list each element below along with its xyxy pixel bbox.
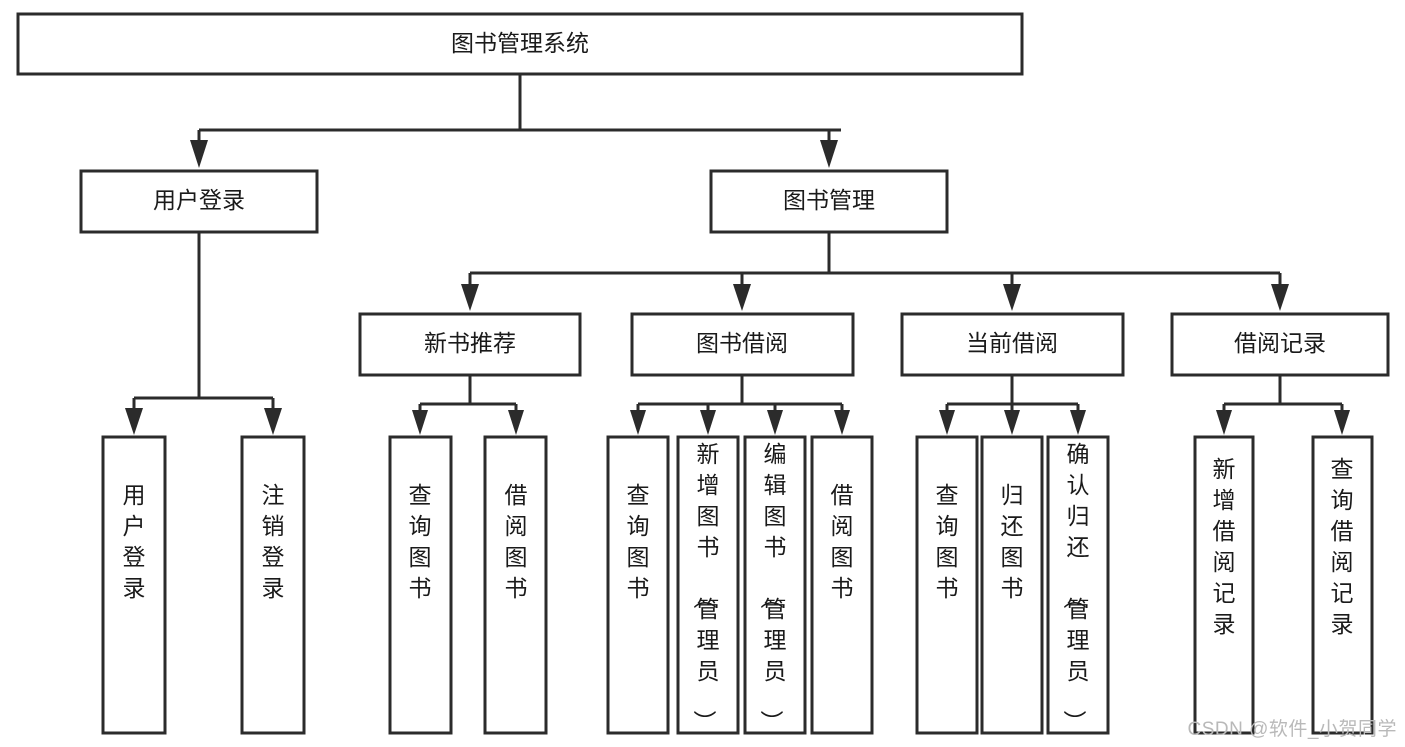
node-borrow-record[interactable]: 借阅记录 xyxy=(1170,312,1390,377)
arrow-to-bb-query-book xyxy=(630,410,646,435)
leaf-user-login-box[interactable] xyxy=(101,435,167,735)
leaf-br-query-record-label: 查询借阅记录 xyxy=(1331,456,1354,637)
leaf-cb-confirm-return-label: 确认归还（管理员） xyxy=(1062,441,1090,733)
leaf-cb-confirm-return[interactable]: 确认归还（管理员） xyxy=(1046,435,1110,735)
arrow-to-user-login xyxy=(190,140,208,168)
arrow-to-cb-return-book xyxy=(1004,410,1020,435)
leaf-bb-add-book[interactable]: 新增图书（管理员） xyxy=(676,435,740,735)
leaf-nb-borrow-book-label: 借阅图书 xyxy=(505,482,528,601)
csdn-watermark: CSDN @软件_小贺同学 xyxy=(1187,719,1397,740)
node-borrow-record-label: 借阅记录 xyxy=(1234,330,1326,356)
leaf-br-add-record[interactable]: 新增借阅记录 xyxy=(1193,435,1255,735)
connectors-user-login-to-leaves xyxy=(125,232,282,435)
leaf-br-add-record-label: 新增借阅记录 xyxy=(1213,456,1236,637)
leaf-bb-borrow-book[interactable]: 借阅图书 xyxy=(810,435,874,735)
leaf-bb-query-book[interactable]: 查询图书 xyxy=(606,435,670,735)
node-new-book-recommend-label: 新书推荐 xyxy=(424,330,516,356)
arrow-to-leaf-user-login xyxy=(125,408,143,435)
connectors-root-to-level2 xyxy=(190,74,841,168)
leaf-cb-query-book-box[interactable] xyxy=(915,435,979,735)
arrow-to-cb-confirm-return xyxy=(1070,410,1086,435)
leaf-cb-return-book[interactable]: 归还图书 xyxy=(980,435,1044,735)
arrow-to-bb-edit-book xyxy=(767,410,783,435)
leaf-cb-return-book-label: 归还图书 xyxy=(1001,482,1024,601)
node-user-login-label: 用户登录 xyxy=(153,187,245,213)
leaf-br-query-record-box[interactable] xyxy=(1311,435,1374,735)
connectors-book-mgmt-to-level3 xyxy=(461,232,1289,311)
node-user-login-box[interactable] xyxy=(79,169,319,234)
node-root-label: 图书管理系统 xyxy=(451,30,589,56)
connectors-current-borrow-to-leaves xyxy=(939,375,1086,435)
leaf-nb-query-book[interactable]: 查询图书 xyxy=(388,435,453,735)
arrow-to-book-borrow xyxy=(733,284,751,311)
node-book-management-box[interactable] xyxy=(709,169,949,234)
node-borrow-record-box[interactable] xyxy=(1170,312,1390,377)
node-book-management-label: 图书管理 xyxy=(783,187,875,213)
leaf-bb-add-book-label: 新增图书（管理员） xyxy=(692,441,720,733)
leaf-cb-query-book[interactable]: 查询图书 xyxy=(915,435,979,735)
arrow-to-leaf-logout xyxy=(264,408,282,435)
connectors-new-book-to-leaves xyxy=(412,375,524,435)
leaf-logout[interactable]: 注销登录 xyxy=(240,435,306,735)
leaf-br-add-record-box[interactable] xyxy=(1193,435,1255,735)
arrow-to-br-query-record xyxy=(1334,410,1350,435)
leaf-nb-borrow-book[interactable]: 借阅图书 xyxy=(483,435,548,735)
leaf-br-query-record[interactable]: 查询借阅记录 xyxy=(1311,435,1374,735)
node-book-borrow-box[interactable] xyxy=(630,312,855,377)
leaf-bb-query-book-box[interactable] xyxy=(606,435,670,735)
leaf-nb-borrow-book-box[interactable] xyxy=(483,435,548,735)
leaf-cb-confirm-return-box[interactable] xyxy=(1046,435,1110,735)
arrow-to-cb-query-book xyxy=(939,410,955,435)
node-new-book-recommend[interactable]: 新书推荐 xyxy=(358,312,582,377)
leaf-bb-add-book-box[interactable] xyxy=(676,435,740,735)
leaf-bb-borrow-book-box[interactable] xyxy=(810,435,874,735)
arrow-to-current-borrow xyxy=(1003,284,1021,311)
leaf-bb-borrow-book-label: 借阅图书 xyxy=(831,482,854,601)
node-user-login[interactable]: 用户登录 xyxy=(79,169,319,234)
node-current-borrow[interactable]: 当前借阅 xyxy=(900,312,1125,377)
connectors-borrow-record-to-leaves xyxy=(1216,375,1350,435)
arrow-to-nb-query-book xyxy=(412,410,428,435)
arrow-to-br-add-record xyxy=(1216,410,1232,435)
leaf-nb-query-book-box[interactable] xyxy=(388,435,453,735)
node-root[interactable]: 图书管理系统 xyxy=(16,12,1024,76)
leaf-user-login[interactable]: 用户登录 xyxy=(101,435,167,735)
node-book-management[interactable]: 图书管理 xyxy=(709,169,949,234)
node-current-borrow-label: 当前借阅 xyxy=(966,330,1058,356)
node-root-box[interactable] xyxy=(16,12,1024,76)
leaf-cb-return-book-box[interactable] xyxy=(980,435,1044,735)
leaf-nb-query-book-label: 查询图书 xyxy=(409,482,432,601)
leaf-user-login-label: 用户登录 xyxy=(123,482,146,601)
leaf-cb-query-book-label: 查询图书 xyxy=(936,482,959,601)
connectors-book-borrow-to-leaves xyxy=(630,375,850,435)
node-new-book-recommend-box[interactable] xyxy=(358,312,582,377)
leaf-bb-edit-book-box[interactable] xyxy=(743,435,807,735)
arrow-to-new-book-recommend xyxy=(461,284,479,311)
leaf-bb-query-book-label: 查询图书 xyxy=(627,482,650,601)
leaf-bb-edit-book-label: 编辑图书（管理员） xyxy=(759,441,787,733)
arrow-to-book-mgmt xyxy=(820,140,838,168)
leaf-logout-box[interactable] xyxy=(240,435,306,735)
arrow-to-nb-borrow-book xyxy=(508,410,524,435)
arrow-to-bb-add-book xyxy=(700,410,716,435)
arrow-to-borrow-record xyxy=(1271,284,1289,311)
leaf-bb-edit-book[interactable]: 编辑图书（管理员） xyxy=(743,435,807,735)
node-book-borrow-label: 图书借阅 xyxy=(696,330,788,356)
arrow-to-bb-borrow-book xyxy=(834,410,850,435)
node-book-borrow[interactable]: 图书借阅 xyxy=(630,312,855,377)
leaf-logout-label: 注销登录 xyxy=(262,482,285,601)
node-current-borrow-box[interactable] xyxy=(900,312,1125,377)
